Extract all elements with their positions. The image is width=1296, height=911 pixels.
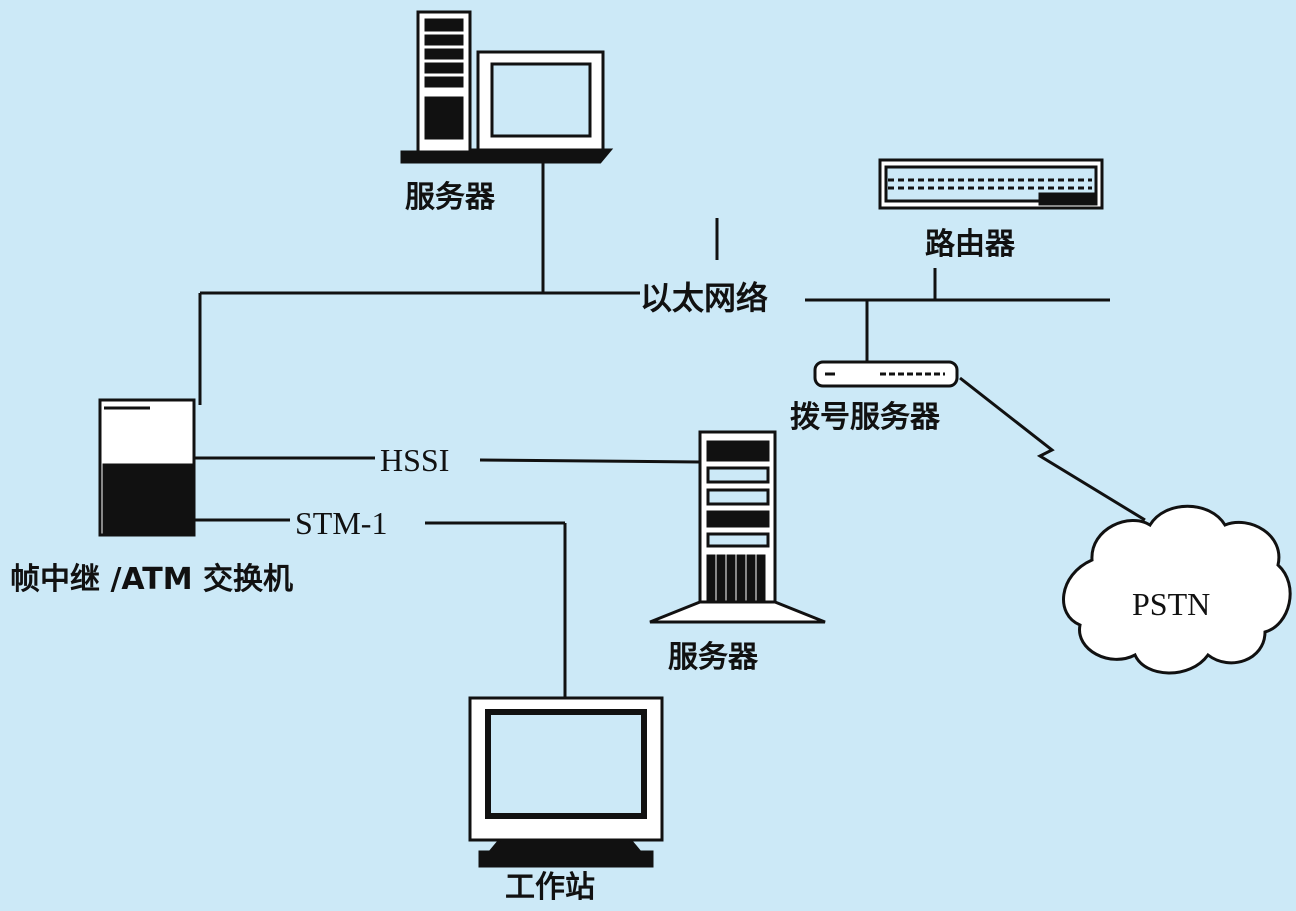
- label-switch: 帧中继 /ATM 交换机: [10, 562, 294, 597]
- label-router: 路由器: [925, 227, 1015, 262]
- label-ethernet: 以太网络: [640, 279, 769, 317]
- label-server-mid: 服务器: [668, 640, 758, 675]
- label-server-top: 服务器: [405, 180, 495, 215]
- lightning-link: [959, 376, 1146, 522]
- server-top-icon: [400, 10, 614, 164]
- label-hssi: HSSI: [380, 442, 450, 478]
- label-pstn: PSTN: [1132, 586, 1211, 622]
- pstn-cloud-icon: [1062, 504, 1292, 675]
- dialup-server-icon: [813, 360, 959, 388]
- router-icon: [878, 158, 1104, 210]
- server-mid-icon: [649, 430, 826, 624]
- label-stm1: STM-1: [295, 505, 388, 541]
- hssi-line-right: [479, 458, 701, 464]
- label-dialup-server: 拨号服务器: [790, 400, 940, 435]
- switch-icon: [98, 398, 196, 537]
- workstation-icon: [468, 696, 664, 868]
- label-workstation: 工作站: [505, 870, 595, 905]
